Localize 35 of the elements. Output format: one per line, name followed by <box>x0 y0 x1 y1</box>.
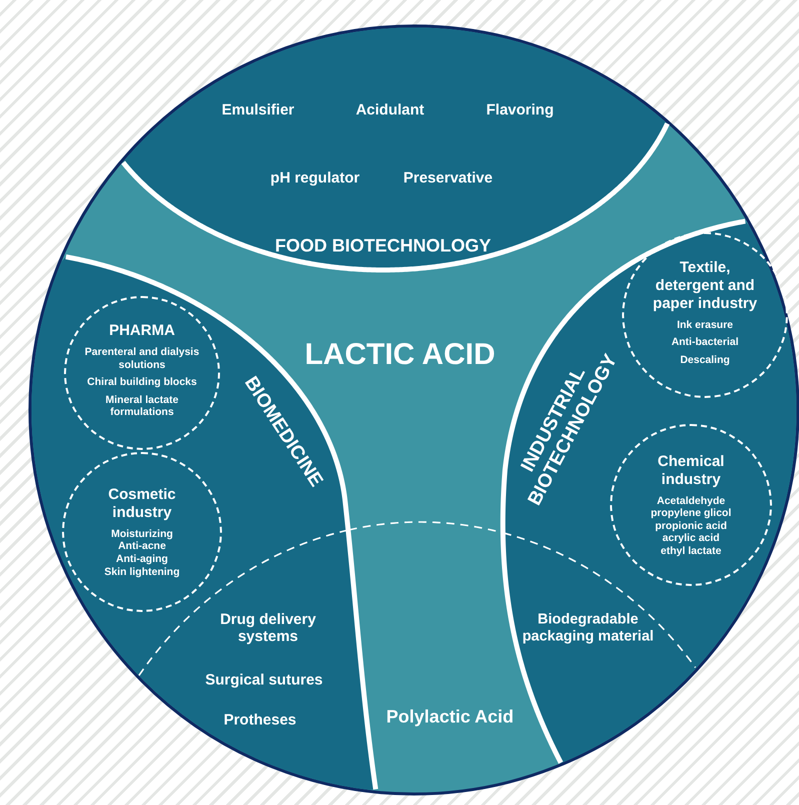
dashed-circle <box>64 296 220 450</box>
item-label: propionic acid <box>655 520 727 532</box>
item-label: Skin lightening <box>104 566 180 578</box>
item-label: pH regulator <box>269 169 361 187</box>
circle-heading: Cosmetic industry <box>107 486 177 522</box>
item-label: Anti-bacterial <box>671 336 739 349</box>
item-label: Chiral building blocks <box>87 376 197 389</box>
item-label: Descaling <box>680 354 730 366</box>
item-label: Preservative <box>402 169 494 187</box>
dashed-circle <box>622 232 788 398</box>
sector-title: FOOD BIOTECHNOLOGY <box>274 236 492 256</box>
circle-heading: PHARMA <box>109 322 175 340</box>
item-label: Acidulant <box>354 101 426 119</box>
item-label: Moisturizing <box>111 528 173 540</box>
item-label: Flavoring <box>485 101 555 119</box>
item-label: Anti-aging <box>116 553 168 566</box>
circle-heading: Textile, detergent and paper industry <box>652 258 758 313</box>
item-label: acrylic acid <box>662 532 720 545</box>
item-label: Mineral lactate formulations <box>104 394 180 419</box>
dashed-circle <box>62 452 222 612</box>
item-label: Emulsifier <box>220 101 296 119</box>
item-label: Acetaldehyde <box>656 494 726 508</box>
lactic-acid-circle <box>28 24 799 796</box>
item-label: Biodegradable packaging material <box>521 611 655 645</box>
item-label: ethyl lactate <box>660 544 722 558</box>
item-label: Anti-acne <box>118 540 166 553</box>
item-label: Protheses <box>222 711 298 729</box>
item-label: Drug delivery systems <box>219 610 317 646</box>
region-title: Polylactic Acid <box>385 706 515 728</box>
item-label: Parenteral and dialysis solutions <box>84 346 200 372</box>
item-label: Surgical sutures <box>204 671 324 689</box>
item-label: propylene glicol <box>650 507 732 520</box>
circle-heading: Chemical industry <box>656 452 726 489</box>
item-label: Ink erasure <box>676 318 734 332</box>
center-title: LACTIC ACID <box>304 338 496 372</box>
